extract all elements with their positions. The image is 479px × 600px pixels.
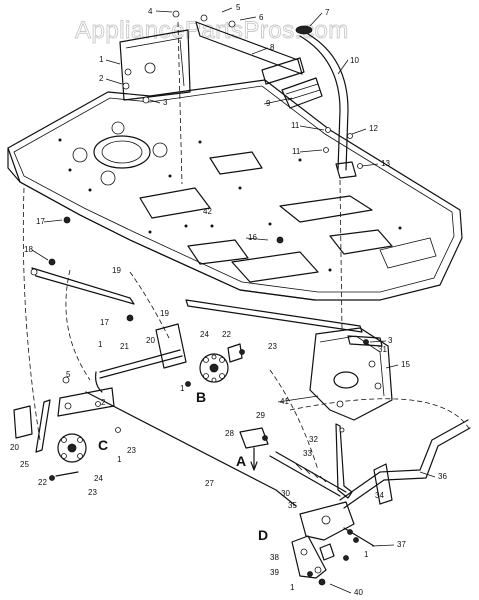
callout-22-upper: 22	[222, 330, 231, 339]
callout-23-upper: 23	[268, 342, 277, 351]
callout-15: 15	[401, 360, 410, 369]
callout-13: 13	[381, 159, 390, 168]
callout-41: 41	[280, 397, 289, 406]
callout-11-lower: 11	[292, 147, 301, 156]
callout-35: 35	[288, 501, 297, 510]
callout-7: 7	[325, 8, 330, 17]
callout-6: 6	[259, 13, 264, 22]
callout-4: 4	[148, 7, 153, 16]
callout-5: 5	[236, 3, 241, 12]
callout-20-upper: 20	[146, 336, 155, 345]
callout-2: 2	[99, 74, 104, 83]
callout-17-upper: 17	[36, 217, 45, 226]
callout-37: 37	[397, 540, 406, 549]
callout-25: 25	[20, 460, 29, 469]
view-label-b: B	[196, 389, 206, 405]
callout-32: 32	[309, 435, 318, 444]
callout-40: 40	[354, 588, 363, 597]
callout-36: 36	[438, 472, 447, 481]
front-axle-links	[30, 216, 363, 333]
callout-17-lower: 17	[100, 318, 109, 327]
upper-bracket-assembly	[119, 10, 363, 179]
leader-lines	[22, 21, 471, 471]
callout-10: 10	[350, 56, 359, 65]
adjuster-rod	[239, 427, 347, 497]
callout-18: 18	[24, 245, 33, 254]
callout-22-lower: 22	[38, 478, 47, 487]
callout-1-left: 1	[98, 340, 103, 349]
callout-21: 21	[120, 342, 129, 351]
callout-leaders	[31, 7, 436, 594]
callout-19-lower: 19	[160, 309, 169, 318]
callout-1-bottom: 1	[290, 583, 295, 592]
callout-12: 12	[369, 124, 378, 133]
callout-34: 34	[375, 491, 384, 500]
callout-1: 1	[99, 55, 104, 64]
hub-plate-b	[185, 343, 245, 387]
callout-1-mid: 1	[117, 455, 122, 464]
chassis-frame	[7, 79, 463, 301]
callout-1-hub: 1	[180, 384, 185, 393]
callout-3-right: 3	[388, 336, 393, 345]
callout-27: 27	[205, 479, 214, 488]
callout-3: 3	[163, 98, 168, 107]
callout-24-lower: 24	[94, 474, 103, 483]
callout-31: 31	[378, 345, 387, 354]
callout-11-upper: 11	[291, 121, 300, 130]
callout-8: 8	[270, 43, 275, 52]
callout-38: 38	[270, 553, 279, 562]
callout-33: 33	[303, 449, 312, 458]
callout-9: 9	[266, 99, 271, 108]
callout-1-lower-right: 1	[364, 550, 369, 559]
callout-29: 29	[256, 411, 265, 420]
callout-24-upper: 24	[200, 330, 209, 339]
callout-39: 39	[270, 568, 279, 577]
callout-23-lower: 23	[88, 488, 97, 497]
lower-pivot-arm-d	[291, 535, 335, 586]
callout-19-upper: 19	[112, 266, 121, 275]
pedal-shaft	[299, 419, 471, 561]
view-label-a: A	[236, 453, 246, 469]
view-label-d: D	[258, 527, 268, 543]
callout-2-left: 2	[101, 398, 106, 407]
callout-30: 30	[281, 489, 290, 498]
hub-plate-c	[49, 433, 87, 481]
callout-16: 16	[248, 233, 257, 242]
callout-42: 42	[203, 207, 212, 216]
callout-numbers: 4 5 6 7 8 10 1 2 3 9 11 12 11 13 42 17 1…	[10, 3, 447, 597]
callout-28: 28	[225, 429, 234, 438]
callout-23-mid: 23	[127, 446, 136, 455]
brake-rod-linkage	[13, 323, 297, 507]
view-label-c: C	[98, 437, 108, 453]
callout-20-lower: 20	[10, 443, 19, 452]
callout-5-left: 5	[66, 370, 71, 379]
